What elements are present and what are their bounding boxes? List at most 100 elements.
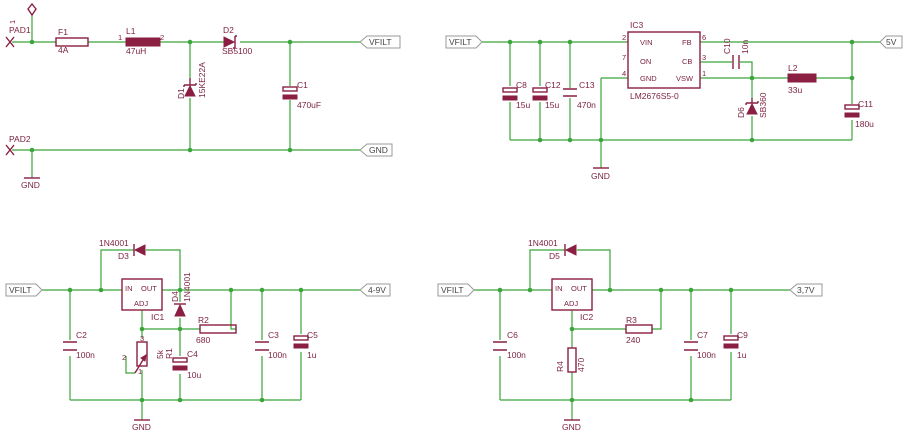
buck-5v-block: IC3 LM2676S5-0 VIN ON GND FB CB VSW 2 7 …	[445, 20, 903, 181]
c12-value: 15u	[545, 100, 559, 110]
pad2-label: PAD2	[9, 134, 31, 144]
c3-label: C3	[268, 330, 279, 340]
pad1-x-icon	[5, 36, 15, 48]
supply-arrow-icon	[27, 2, 37, 17]
svg-text:3,7V: 3,7V	[797, 285, 815, 295]
ic1-label: IC1	[151, 312, 165, 322]
gnd-label-4: GND	[562, 422, 581, 432]
c5-label: C5	[307, 330, 318, 340]
input-protection-block: PAD1 1 PAD2 F1 4A L1 1 2 47uH D2 SB5100 …	[5, 2, 401, 190]
c9-label: C9	[737, 330, 748, 340]
c7-label: C7	[697, 330, 708, 340]
net-label-4-9v: 4-9V	[359, 283, 391, 297]
r1-pin1: 1	[138, 367, 142, 376]
d2-label: D2	[223, 25, 234, 35]
c2-label: C2	[76, 330, 87, 340]
d2-value: SB5100	[222, 46, 253, 56]
pad2-x-icon	[5, 144, 15, 156]
d4-label: D4	[170, 291, 180, 302]
c11-value: 180u	[855, 119, 874, 129]
ic3-pin-vin: VIN	[640, 38, 653, 47]
f1-label: F1	[58, 27, 68, 37]
ic2-label: IC2	[580, 312, 594, 322]
regulator-3v7-block: IN OUT ADJ IC2 1N4001 D5 C6 100n R3 240 …	[437, 238, 823, 432]
ic3-lm2676-body	[627, 31, 701, 89]
l1-value: 47uH	[126, 46, 146, 56]
c7-value: 100n	[697, 350, 716, 360]
r2-value: 680	[196, 335, 210, 345]
c8-value: 15u	[516, 100, 530, 110]
l2-value: 33u	[788, 85, 802, 95]
inductor-l1-symbol	[125, 37, 161, 47]
r3-label: R3	[626, 315, 637, 325]
capacitor-c7-symbol	[684, 341, 698, 351]
c6-value: 100n	[507, 350, 526, 360]
d3-label: D3	[118, 251, 129, 261]
pad1-label: PAD1	[9, 25, 31, 35]
capacitor-c8-symbol	[502, 87, 518, 101]
ic3-pinnum-3: 3	[702, 53, 706, 62]
diode-d3-symbol	[133, 244, 146, 256]
d5-part: 1N4001	[528, 238, 558, 248]
ic3-pin-cb: CB	[682, 57, 692, 66]
net-label-vfilt-out: VFILT	[359, 35, 401, 49]
capacitor-c3-symbol	[255, 341, 269, 351]
d1-label: D1	[176, 88, 186, 99]
c2-value: 100n	[76, 350, 95, 360]
svg-text:VFILT: VFILT	[369, 37, 392, 47]
ic3-part: LM2676S5-0	[630, 91, 679, 101]
ic3-pin-fb: FB	[682, 38, 692, 47]
l2-label: L2	[788, 63, 798, 73]
capacitor-c11-symbol	[844, 104, 860, 118]
d3-part: 1N4001	[99, 238, 129, 248]
c13-label: C13	[579, 80, 595, 90]
svg-text:VFILT: VFILT	[441, 285, 464, 295]
f1-value: 4A	[58, 45, 69, 55]
diode-d4-symbol	[174, 303, 186, 317]
net-label-vfilt-in-3: VFILT	[5, 283, 43, 297]
net-label-gnd: GND	[359, 143, 393, 157]
c1-value: 470uF	[297, 100, 321, 110]
capacitor-c5-symbol	[293, 335, 309, 349]
c10-label: C10	[722, 38, 732, 54]
d5-label: D5	[549, 251, 560, 261]
d1-value: 15KE22A	[197, 62, 207, 98]
potentiometer-r1-symbol	[134, 341, 148, 374]
resistor-r4-symbol	[567, 347, 577, 373]
ic2-regulator-body	[551, 278, 593, 311]
c13-value: 470n	[577, 100, 596, 110]
r1-value: 5k	[155, 349, 165, 359]
d4-part: 1N4001	[182, 272, 192, 302]
c5-value: 1u	[307, 350, 317, 360]
net-label-3v7: 3,7V	[789, 283, 823, 297]
r3-value: 240	[626, 335, 640, 345]
r4-label: R4	[555, 361, 565, 372]
svg-text:VFILT: VFILT	[449, 37, 472, 47]
ic3-pin-gnd: GND	[640, 74, 657, 83]
diode-d5-symbol	[564, 244, 577, 256]
capacitor-c12-symbol	[532, 87, 548, 101]
ic2-pin-out: OUT	[571, 284, 587, 293]
c8-label: C8	[516, 80, 527, 90]
ic1-pin-adj: ADJ	[134, 299, 148, 308]
gnd-label-1: GND	[21, 180, 40, 190]
diode-d6-symbol	[745, 98, 759, 115]
r2-label: R2	[198, 315, 209, 325]
capacitor-c4-symbol	[172, 357, 188, 371]
net-label-5v: 5V	[879, 35, 903, 49]
r1-pin3: 3	[140, 334, 144, 343]
l1-pin2: 2	[160, 33, 164, 42]
l1-pin1: 1	[118, 33, 122, 42]
c12-label: C12	[545, 80, 561, 90]
c6-label: C6	[507, 330, 518, 340]
gnd-label-3: GND	[132, 422, 151, 432]
ic3-pinnum-2: 2	[622, 33, 626, 42]
ic1-pin-in: IN	[125, 284, 133, 293]
ic2-pin-adj: ADJ	[564, 299, 578, 308]
r4-value: 470	[576, 358, 586, 372]
c1-label: C1	[297, 80, 308, 90]
regulator-4-9v-block: IN OUT ADJ IC1 1N4001 D3 D4 1N4001 C2 10…	[5, 238, 391, 432]
c4-label: C4	[187, 349, 198, 359]
l1-label: L1	[126, 26, 136, 36]
